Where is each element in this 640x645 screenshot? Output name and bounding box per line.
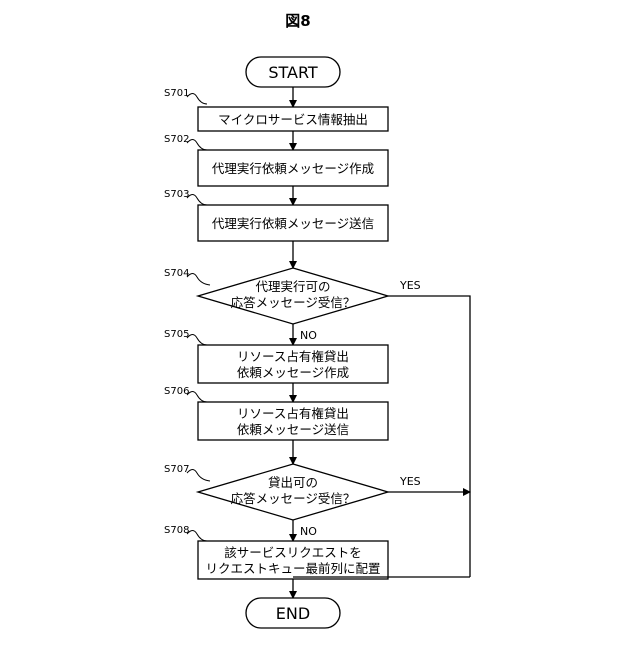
process-text-s705-line2: 依頼メッセージ作成 [237,365,349,380]
process-text-s703: 代理実行依頼メッセージ送信 [212,216,374,231]
connector-s704-yes [388,296,470,577]
leader-s703 [187,195,207,206]
leader-s705 [187,335,207,346]
leader-s706 [187,392,207,403]
process-text-s708-line1: 該サービスリクエストを [224,545,362,560]
process-text-s705-line1: リソース占有権貸出 [237,349,349,364]
step-label-s702: S702 [164,134,189,145]
decision-text-s707-line1: 貸出可の [268,475,318,490]
start-label: START [268,63,318,82]
leader-s702 [187,140,207,151]
process-text-s706-line2: 依頼メッセージ送信 [237,422,349,437]
step-label-s701: S701 [164,88,189,99]
leader-s704 [187,274,210,286]
figure-title: 図8 [285,12,310,30]
yes-label-s707: YES [399,475,421,488]
process-text-s701: マイクロサービス情報抽出 [218,112,368,127]
step-label-s708: S708 [164,525,189,536]
yes-label-s704: YES [399,279,421,292]
step-label-s703: S703 [164,189,189,200]
process-text-s702: 代理実行依頼メッセージ作成 [212,161,374,176]
leader-s707 [187,470,210,482]
decision-text-s704-line1: 代理実行可の [255,279,330,294]
end-label: END [276,604,310,623]
step-label-s704: S704 [164,268,189,279]
no-label-s704: NO [300,329,317,342]
process-text-s708-line2: リクエストキュー最前列に配置 [205,561,380,576]
step-label-s705: S705 [164,329,189,340]
no-label-s707: NO [300,525,317,538]
step-label-s706: S706 [164,386,189,397]
decision-text-s704-line2: 応答メッセージ受信？ [231,295,356,310]
process-text-s706-line1: リソース占有権貸出 [237,406,349,421]
step-label-s707: S707 [164,464,189,475]
leader-s708 [187,531,207,542]
leader-s701 [187,94,207,105]
decision-text-s707-line2: 応答メッセージ受信？ [231,491,356,506]
